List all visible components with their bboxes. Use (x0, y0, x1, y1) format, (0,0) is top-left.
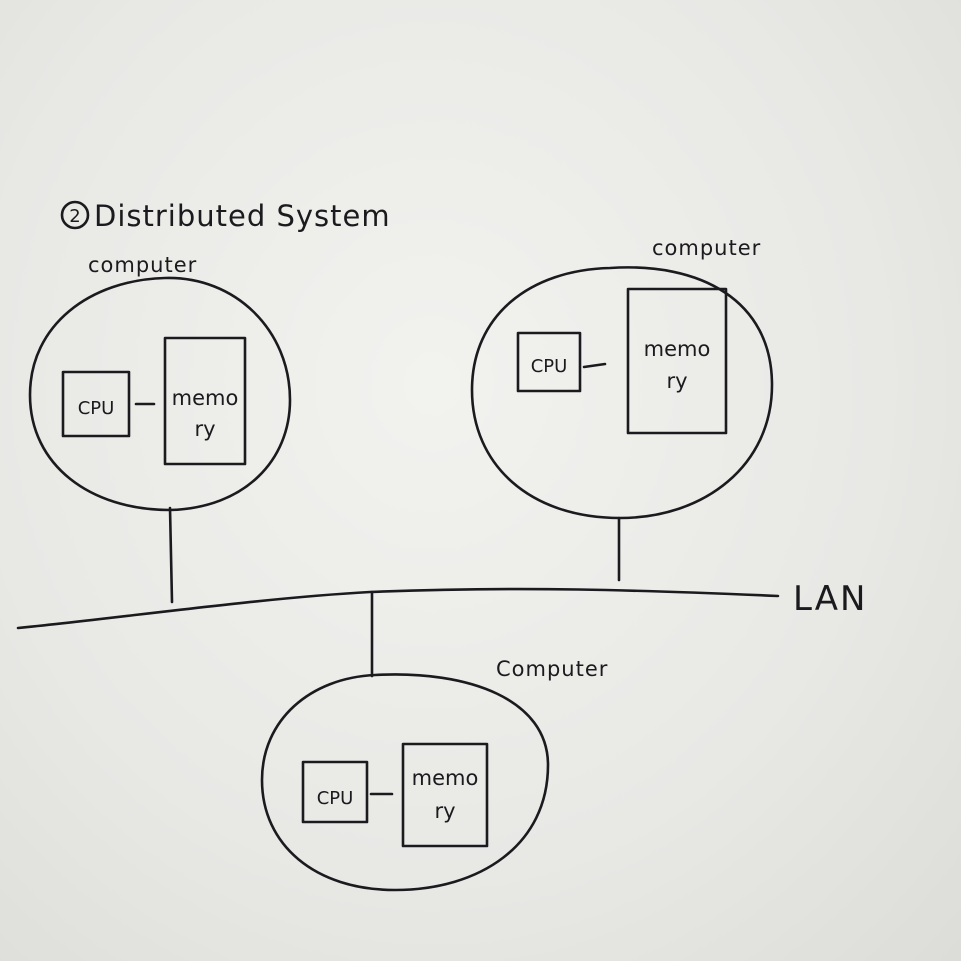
cpu-box (301, 760, 369, 824)
memory-label-line1: memo (172, 386, 239, 410)
computer-node-1: computer CPU memo ry (28, 253, 292, 604)
cpu-box (516, 331, 582, 393)
memory-box (626, 287, 728, 435)
lan-label: LAN (793, 579, 867, 619)
memory-box (401, 742, 489, 848)
cpu-label: CPU (531, 356, 568, 377)
lan-connector (168, 506, 174, 604)
computer-label: computer (652, 236, 761, 260)
cpu-box (61, 370, 131, 438)
computer-node-2: computer CPU memo ry (470, 236, 774, 582)
computer-node-3: Computer CPU memo ry (260, 590, 608, 892)
memory-label-line1: memo (412, 766, 479, 790)
cpu-memory-link (582, 362, 607, 369)
memory-label-line1: memo (644, 337, 711, 361)
computer-boundary (260, 673, 550, 892)
computer-boundary (28, 276, 292, 512)
memory-label-line2: ry (666, 369, 687, 393)
memory-label-line2: ry (194, 417, 215, 441)
lan-line (16, 587, 780, 630)
memory-label-line2: ry (434, 799, 455, 823)
cpu-label: CPU (317, 788, 354, 809)
computer-label: computer (88, 253, 197, 277)
memory-box (163, 336, 247, 466)
cpu-label: CPU (78, 398, 115, 419)
title-number: 2 (69, 206, 80, 227)
computer-label: Computer (496, 657, 608, 681)
title-text: Distributed System (94, 199, 391, 233)
diagram-title: 2 Distributed System (60, 199, 391, 233)
title-number-circle (60, 200, 90, 230)
